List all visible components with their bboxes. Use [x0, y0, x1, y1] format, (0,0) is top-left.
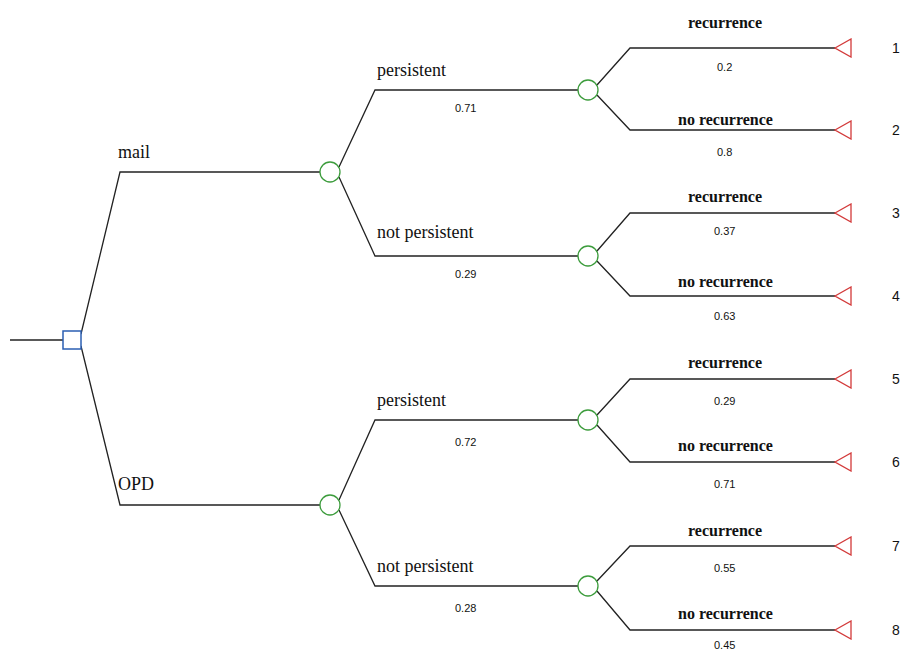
- decision-square: [63, 331, 81, 349]
- terminal-triangle: 3: [834, 203, 852, 223]
- probability-label: 0.29: [714, 396, 735, 407]
- probability-label: 0.63: [714, 311, 735, 322]
- outcome-number: 5: [892, 371, 900, 387]
- outcome-number: 4: [892, 288, 900, 304]
- probability-label: 0.8: [717, 147, 732, 158]
- probability-label: 0.2: [717, 62, 732, 73]
- triangle-outline: [834, 452, 852, 472]
- terminal-triangle: 2: [834, 120, 852, 140]
- triangle-outline: [834, 620, 852, 640]
- probability-label: 0.45: [714, 640, 735, 651]
- probability-label: 0.55: [714, 563, 735, 574]
- probability-label: 0.37: [714, 226, 735, 237]
- probability-label: 0.28: [455, 603, 476, 614]
- triangle-outline: [834, 369, 852, 389]
- branch-label: recurrence: [688, 523, 762, 539]
- chance-circle: [578, 410, 598, 430]
- probability-label: 0.72: [455, 437, 476, 448]
- branch-label: persistent: [377, 61, 446, 79]
- triangle-outline: [834, 536, 852, 556]
- triangle-outline: [834, 38, 852, 58]
- probability-label: 0.71: [455, 103, 476, 114]
- outcome-number: 8: [892, 622, 900, 638]
- branch-label: not persistent: [377, 223, 474, 241]
- terminal-triangle: 7: [834, 536, 852, 556]
- branch-label: recurrence: [688, 355, 762, 371]
- triangle-outline: [834, 286, 852, 306]
- terminal-triangle: 5: [834, 369, 852, 389]
- triangle-outline: [834, 203, 852, 223]
- branch-label: recurrence: [688, 15, 762, 31]
- branch-label: persistent: [377, 391, 446, 409]
- outcome-number: 1: [892, 40, 900, 56]
- chance-circle: [320, 495, 340, 515]
- chance-circle: [578, 246, 598, 266]
- chance-circle: [578, 80, 598, 100]
- outcome-number: 7: [892, 538, 900, 554]
- terminal-triangle: 1: [834, 38, 852, 58]
- branch-label: recurrence: [688, 189, 762, 205]
- branch-label: not persistent: [377, 557, 474, 575]
- chance-circle: [320, 162, 340, 182]
- probability-label: 0.29: [455, 269, 476, 280]
- branch-label: OPD: [118, 475, 154, 493]
- chance-circle: [578, 576, 598, 596]
- branch-label: no recurrence: [678, 438, 773, 454]
- terminal-triangle: 6: [834, 452, 852, 472]
- branch-label: no recurrence: [678, 274, 773, 290]
- terminal-triangle: 4: [834, 286, 852, 306]
- outcome-number: 6: [892, 454, 900, 470]
- outcome-number: 3: [892, 205, 900, 221]
- branch-label: no recurrence: [678, 112, 773, 128]
- outcome-number: 2: [892, 122, 900, 138]
- branch-label: mail: [118, 143, 150, 161]
- terminal-triangle: 8: [834, 620, 852, 640]
- branch-label: no recurrence: [678, 606, 773, 622]
- triangle-outline: [834, 120, 852, 140]
- probability-label: 0.71: [714, 479, 735, 490]
